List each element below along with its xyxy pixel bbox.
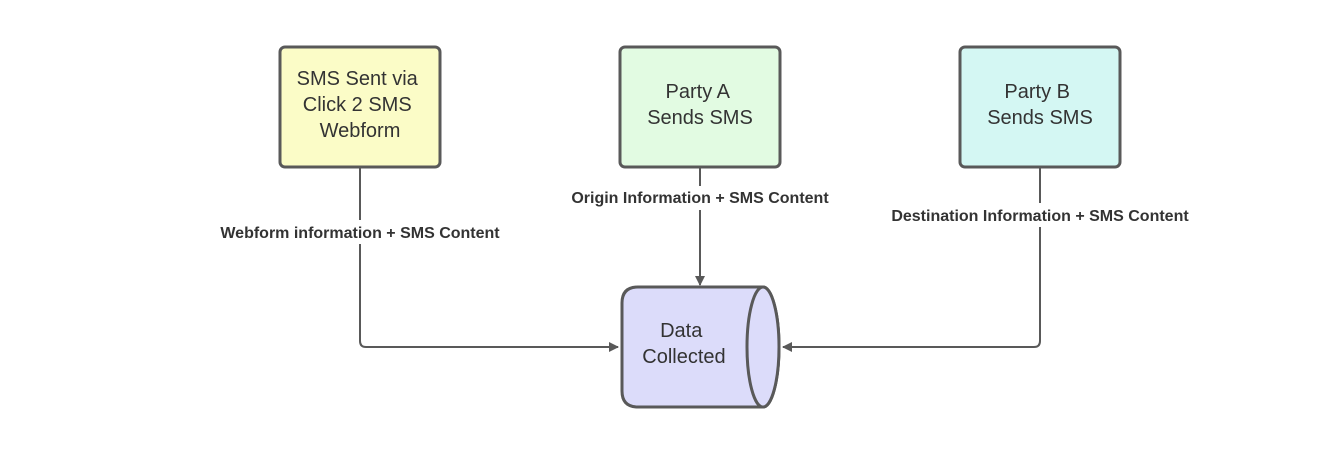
svg-text:Party A Sends SMS: Party A Sends SMS (647, 81, 753, 129)
node-data-line-2: Collected (642, 346, 725, 368)
edge-label-webform: Webform information + SMS Content (220, 225, 500, 242)
data-store-cylinder-end (745, 285, 781, 409)
node-party-b-box (958, 45, 1122, 169)
node-webform-box (278, 45, 442, 169)
edge-label-party-b: Destination Information + SMS Content (891, 208, 1189, 225)
node-webform-line-1: SMS Sent via (297, 68, 419, 90)
edge-webform-to-data (359, 167, 619, 352)
node-party-a-box (618, 45, 782, 169)
node-party-b: Party B Sends SMS (958, 45, 1122, 169)
node-party-a-line-2: Sends SMS (647, 107, 753, 129)
node-party-b-line-1: Party B (1004, 81, 1070, 103)
edge-party-b-to-data (782, 167, 1041, 352)
node-webform: SMS Sent via Click 2 SMS Webform (278, 45, 442, 169)
node-party-b-line-2: Sends SMS (987, 107, 1093, 129)
node-data-collected: Data Collected (620, 285, 781, 409)
node-webform-line-2: Click 2 SMS (303, 94, 412, 116)
node-webform-line-3: Webform (320, 120, 401, 142)
svg-text:Data Collected: Data Collected (642, 320, 725, 368)
node-data-line-1: Data (660, 320, 703, 342)
edge-labels: Webform information + SMS Content Origin… (200, 186, 1210, 244)
svg-text:Party B Sends SMS: Party B Sends SMS (987, 81, 1093, 129)
node-party-a: Party A Sends SMS (618, 45, 782, 169)
svg-text:SMS Sent via Click 2 SMS: SMS Sent via Click 2 SMS Webform (297, 68, 424, 142)
node-party-a-line-1: Party A (666, 81, 731, 103)
edge-label-party-a: Origin Information + SMS Content (571, 190, 829, 207)
